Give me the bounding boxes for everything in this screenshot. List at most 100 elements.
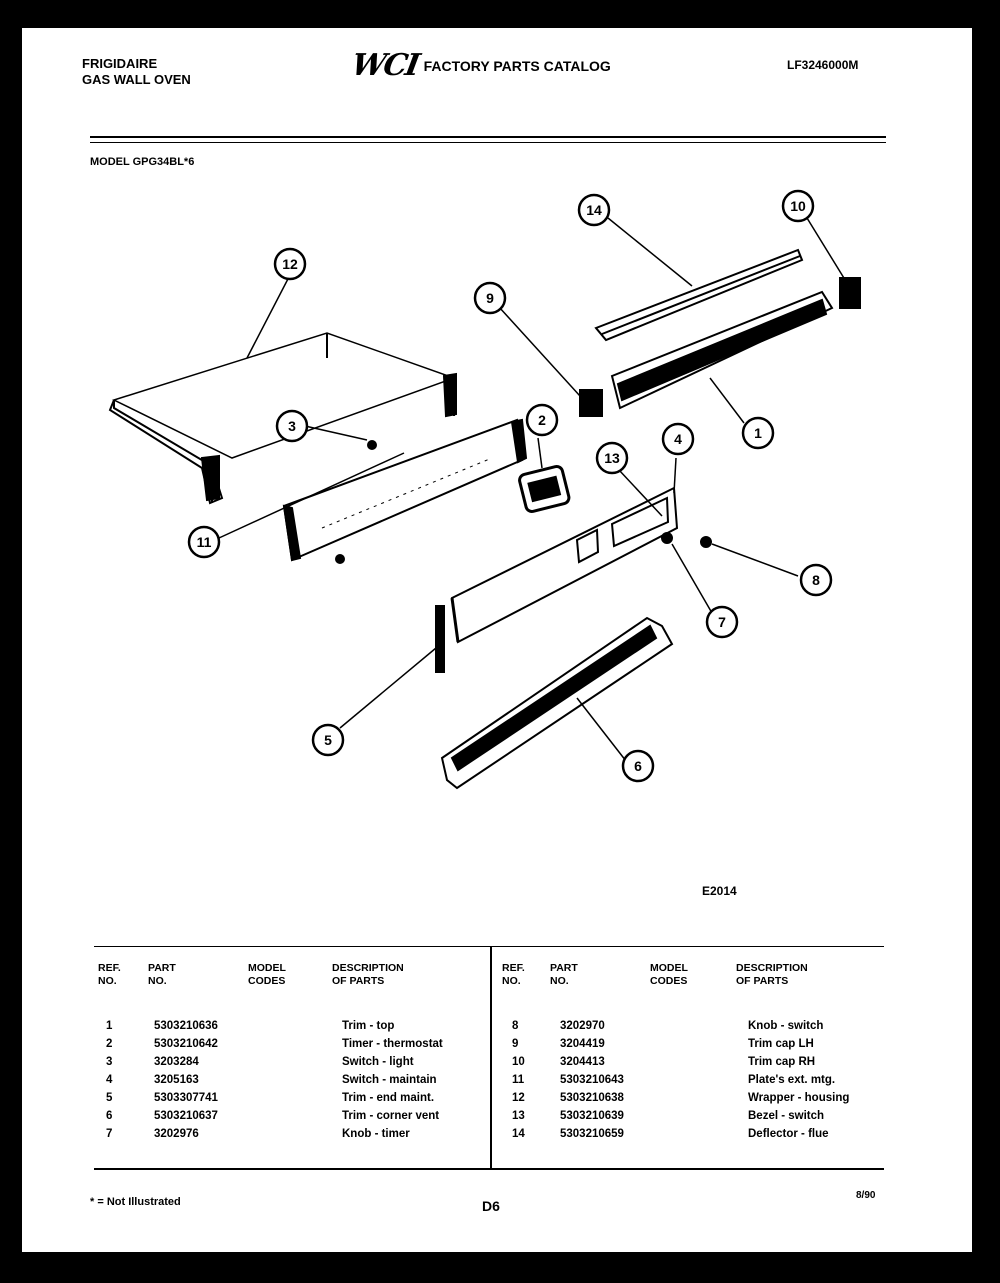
bezel-switch-part [450,486,679,644]
parts-row-ref-no: 7 [106,1128,113,1140]
parts-row-description: Knob - switch [748,1020,824,1032]
callout-14: 14 [577,193,611,227]
callout-1: 1 [741,416,775,450]
callout-10: 10 [781,189,815,223]
flue-deflector-part [594,248,804,342]
callout-6: 6 [621,749,655,783]
parts-row-ref-no: 12 [512,1092,525,1104]
catalog-page: FRIGIDAIRE GAS WALL OVEN WCI FACTORY PAR… [22,28,972,1252]
parts-row-description: Switch - light [342,1056,414,1068]
timer-part [518,464,571,513]
header-rule-2 [90,142,886,143]
top-trim-part [610,290,834,410]
parts-row-ref-no: 4 [106,1074,113,1086]
svg-text:11: 11 [197,534,212,550]
parts-row-part-no: 3202970 [560,1020,605,1032]
brand-name: FRIGIDAIRE [82,56,158,71]
svg-text:10: 10 [790,198,806,214]
parts-row-part-no: 5303210636 [154,1020,218,1032]
callout-7: 7 [705,605,739,639]
parts-row-ref-no: 8 [512,1020,519,1032]
svg-text:5: 5 [324,732,332,748]
table-divider [490,946,492,1168]
parts-row-ref-no: 9 [512,1038,519,1050]
callout-4: 4 [661,422,695,456]
parts-row-ref-no: 1 [106,1020,113,1032]
callout-13: 13 [595,441,629,475]
parts-row-description: Trim cap LH [748,1038,814,1050]
screw-part [335,554,345,564]
parts-row-description: Switch - maintain [342,1074,437,1086]
parts-row-description: Trim cap RH [748,1056,816,1068]
trim-cap-lh-part [579,389,603,417]
brand-block: FRIGIDAIRE GAS WALL OVEN [82,56,191,88]
callout-8: 8 [799,563,833,597]
parts-row-description: Bezel - switch [748,1110,825,1122]
parts-row-part-no: 5303210639 [560,1110,624,1122]
print-date: 8/90 [856,1190,876,1201]
catalog-title: FACTORY PARTS CATALOG [423,57,611,74]
header-rule-1 [90,136,886,138]
parts-row-part-no: 5303210643 [560,1074,624,1086]
corner-vent-trim-part [440,616,674,790]
svg-text:9: 9 [486,290,494,306]
footnote: * = Not Illustrated [90,1196,181,1208]
svg-text:4: 4 [674,431,682,447]
parts-row-part-no: 3203284 [154,1056,199,1068]
svg-text:1: 1 [754,425,762,441]
svg-text:6: 6 [634,758,642,774]
parts-row-ref-no: 3 [106,1056,113,1068]
parts-row-part-no: 5303210638 [560,1092,624,1104]
parts-row-ref-no: 5 [106,1092,113,1104]
svg-text:12: 12 [282,256,298,272]
parts-row-ref-no: 13 [512,1110,525,1122]
parts-row-ref-no: 6 [106,1110,113,1122]
callout-3: 3 [275,409,309,443]
trim-end-part [435,605,445,673]
callout-5: 5 [311,723,345,757]
parts-row-description: Plate's ext. mtg. [748,1074,836,1086]
product-name: GAS WALL OVEN [82,72,191,87]
parts-row-description: Trim - end maint. [342,1092,435,1104]
parts-row-part-no: 3202976 [154,1128,199,1140]
callout-12: 12 [273,247,307,281]
svg-text:2: 2 [538,412,546,428]
svg-text:13: 13 [604,450,620,466]
parts-row-part-no: 3204419 [560,1038,605,1050]
table-top-rule [94,946,884,947]
catalog-number: LF3246000M [787,58,859,72]
parts-row-ref-no: 11 [512,1074,525,1086]
trim-cap-rh-part [839,277,861,309]
diagram-code: E2014 [702,884,737,898]
timer-knob-part [661,532,673,544]
parts-row-description: Timer - thermostat [342,1038,443,1050]
table-bottom-rule [94,1168,884,1170]
catalog-header: WCI FACTORY PARTS CATALOG [349,48,611,83]
page-number: D6 [482,1198,500,1214]
header-ref-no-right: REF.NO. [502,962,525,987]
parts-row-description: Trim - corner vent [342,1110,440,1122]
parts-row-ref-no: 14 [512,1128,525,1140]
switch-knob-part [700,536,712,548]
parts-row-part-no: 5303210659 [560,1128,624,1140]
callout-9: 9 [473,281,507,315]
parts-row-description: Deflector - flue [748,1128,829,1140]
svg-text:3: 3 [288,418,296,434]
parts-row-part-no: 3204413 [560,1056,605,1068]
parts-row-description: Wrapper - housing [748,1092,850,1104]
callout-11: 11 [187,525,221,559]
parts-row-part-no: 3205163 [154,1074,199,1086]
header-ref-no: REF.NO. [98,962,121,987]
parts-row-part-no: 5303307741 [154,1092,218,1104]
parts-row-description: Knob - timer [342,1128,410,1140]
svg-text:14: 14 [586,202,602,218]
mounting-plate-part [282,418,528,562]
light-switch-part [367,440,377,450]
